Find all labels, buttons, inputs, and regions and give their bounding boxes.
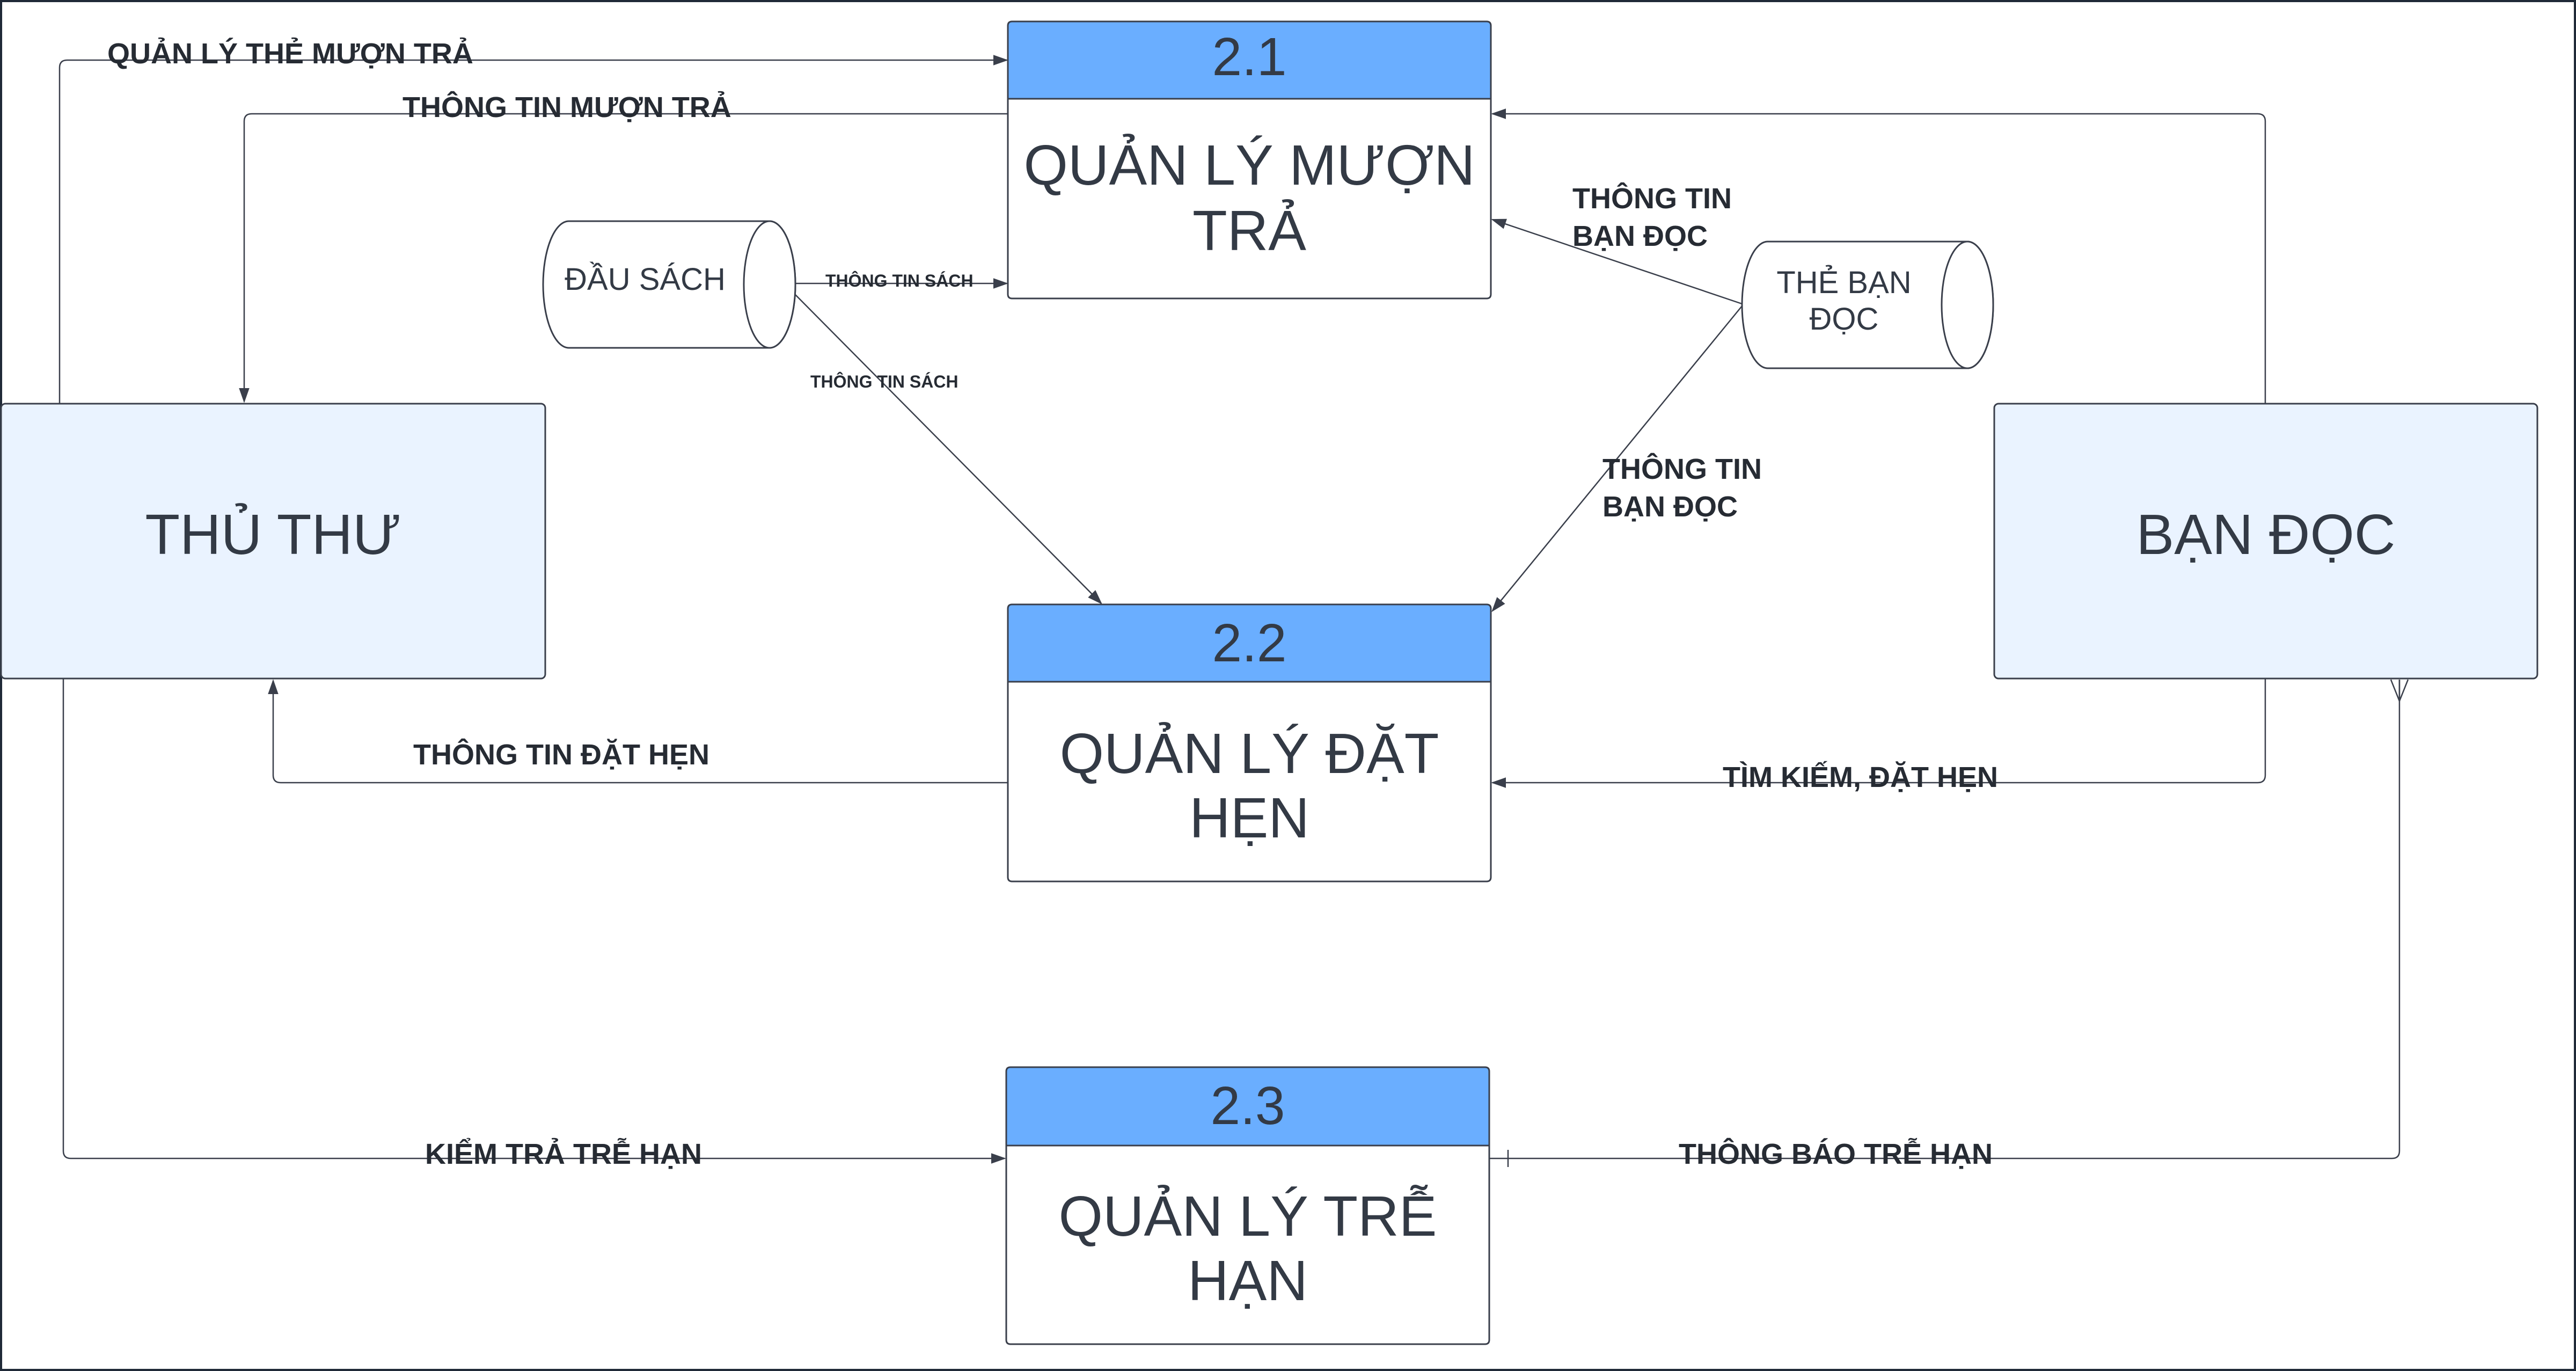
process-2-1-id: 2.1 bbox=[1212, 27, 1286, 87]
flow-line-kiem-tra-tre-han bbox=[62, 679, 1006, 1164]
entity-ban-doc[interactable]: BẠN ĐỌC bbox=[1993, 403, 2538, 680]
entity-thu-thu-label: THỦ THƯ bbox=[145, 503, 401, 566]
store-dau-sach-end bbox=[743, 220, 796, 349]
flow-label-thong-bao-tre-han: THÔNG BÁO TRỄ HẠN bbox=[1679, 1137, 1993, 1170]
flow-line-quan-ly-the-muon-tra bbox=[58, 55, 1008, 404]
entity-thu-thu-box bbox=[0, 403, 546, 680]
process-2-1-body bbox=[1007, 98, 1492, 300]
flow-label-thong-tin-sach-2: THÔNG TIN SÁCH bbox=[810, 372, 958, 391]
store-the-ban-doc[interactable]: THẺ BẠN ĐỌC bbox=[1741, 240, 1994, 369]
flow-label-thong-tin-ban-doc-1-line-1: THÔNG TIN bbox=[1572, 182, 1732, 215]
crows-foot-marker bbox=[2390, 679, 2409, 703]
flow-line-thong-bao-tre-han bbox=[1490, 680, 2401, 1159]
flow-label-thong-tin-dat-hen: THÔNG TIN ĐẶT HẸN bbox=[413, 738, 709, 771]
flow-line-dau-sach-to-2-2 bbox=[794, 294, 1102, 604]
flow-label-thong-tin-ban-doc-2-line-1: THÔNG TIN bbox=[1602, 453, 1762, 485]
process-2-2-name-line-1: QUẢN LÝ ĐẶT bbox=[1060, 722, 1439, 785]
process-2-2-id: 2.2 bbox=[1212, 613, 1286, 673]
process-2-3-id: 2.3 bbox=[1210, 1076, 1285, 1136]
flow-line-ban-doc-to-2-1 bbox=[1491, 108, 2266, 404]
store-the-ban-doc-label-line-2: ĐỌC bbox=[1810, 302, 1879, 337]
entity-thu-thu[interactable]: THỦ THƯ bbox=[0, 403, 546, 680]
flow-label-kiem-tra-tre-han: KIỂM TRẢ TRỄ HẠN bbox=[425, 1137, 702, 1170]
store-dau-sach-label: ĐẦU SÁCH bbox=[565, 262, 726, 297]
process-2-3-name-line-2: HẠN bbox=[1188, 1249, 1308, 1312]
flow-line-thong-tin-muon-tra bbox=[239, 113, 1008, 403]
process-2-2[interactable]: 2.2 QUẢN LÝ ĐẶT HẸN bbox=[1007, 603, 1492, 883]
flow-line-tim-kiem-dat-hen bbox=[1491, 679, 2266, 788]
process-2-1-name-line-2: TRẢ bbox=[1192, 199, 1306, 262]
process-2-1-name-line-1: QUẢN LÝ MƯỢN bbox=[1023, 134, 1475, 197]
flow-label-thong-tin-ban-doc-1-line-2: BẠN ĐỌC bbox=[1572, 220, 1708, 252]
flow-label-thong-tin-sach-1: THÔNG TIN SÁCH bbox=[825, 271, 974, 290]
flow-line-thong-tin-dat-hen bbox=[268, 679, 1008, 784]
process-2-2-header bbox=[1007, 603, 1492, 683]
flow-label-quan-ly-the-muon-tra: QUẢN LÝ THẺ MƯỢN TRẢ bbox=[107, 38, 473, 70]
flow-label-thong-tin-ban-doc-2-line-2: BẠN ĐỌC bbox=[1602, 491, 1738, 523]
entity-ban-doc-box bbox=[1993, 403, 2538, 680]
process-2-2-body bbox=[1007, 681, 1492, 883]
flow-line-the-ban-doc-to-2-1 bbox=[1491, 218, 1743, 305]
process-2-1-header bbox=[1007, 20, 1492, 100]
process-2-3-header bbox=[1005, 1066, 1490, 1147]
entity-ban-doc-label: BẠN ĐỌC bbox=[2136, 503, 2396, 566]
process-2-3-name-line-1: QUẢN LÝ TRỄ bbox=[1059, 1185, 1437, 1248]
process-2-2-name-line-2: HẸN bbox=[1189, 786, 1309, 850]
store-dau-sach[interactable]: ĐẦU SÁCH bbox=[542, 220, 796, 349]
process-2-1[interactable]: 2.1 QUẢN LÝ MƯỢN TRẢ bbox=[1007, 20, 1492, 300]
flow-line-the-ban-doc-to-2-2 bbox=[1491, 305, 1743, 612]
store-the-ban-doc-label-line-1: THẺ BẠN bbox=[1776, 265, 1911, 300]
process-2-3-body bbox=[1005, 1144, 1490, 1345]
flow-label-thong-tin-muon-tra: THÔNG TIN MƯỢN TRẢ bbox=[402, 91, 731, 123]
store-the-ban-doc-end bbox=[1941, 240, 1994, 369]
process-2-3[interactable]: 2.3 QUẢN LÝ TRỄ HẠN bbox=[1005, 1066, 1490, 1345]
flow-label-tim-kiem-dat-hen: TÌM KIẾM, ĐẶT HẸN bbox=[1723, 761, 1998, 793]
